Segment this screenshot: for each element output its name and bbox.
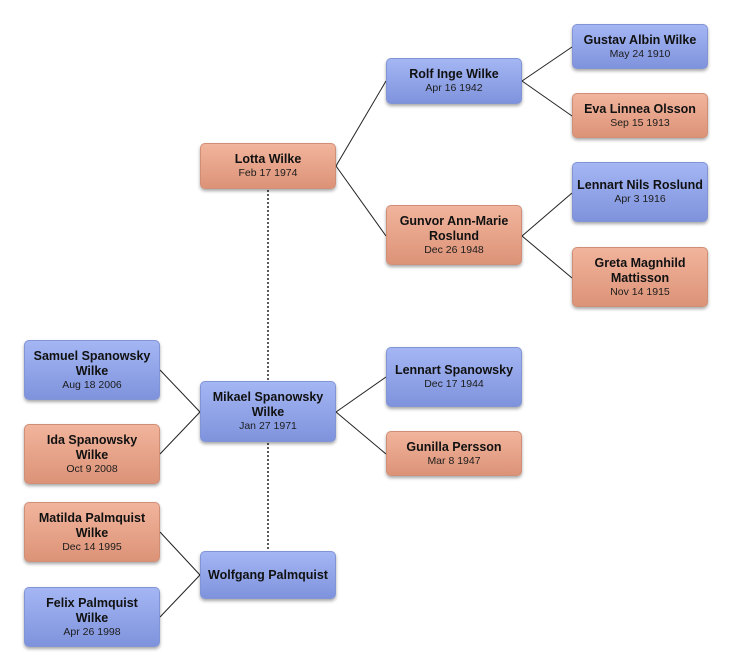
connector-line xyxy=(159,574,201,618)
connector-line xyxy=(521,80,573,117)
person-name: Gustav Albin Wilke xyxy=(583,32,697,47)
person-birthdate: May 24 1910 xyxy=(609,47,671,60)
person-birthdate: Apr 16 1942 xyxy=(425,82,483,94)
person-card-lennart-spanowsky[interactable]: Lennart Spanowsky Dec 17 1944 xyxy=(386,347,522,407)
person-name: Matilda Palmquist Wilke xyxy=(38,510,146,540)
person-birthdate: Oct 9 2008 xyxy=(66,462,118,475)
person-name: Wolfgang Palmquist xyxy=(208,567,328,582)
person-card-gunilla-persson[interactable]: Gunilla Persson Mar 8 1947 xyxy=(386,431,522,476)
person-birthdate: Sep 15 1913 xyxy=(610,116,670,129)
person-birthdate: Aug 18 2006 xyxy=(62,378,122,391)
person-name: Lotta Wilke xyxy=(234,152,302,166)
person-name: Greta Magnhild Mattisson xyxy=(594,255,686,285)
person-name: Gunilla Persson xyxy=(406,439,502,454)
person-card-gustav-albin-wilke[interactable]: Gustav Albin Wilke May 24 1910 xyxy=(572,24,708,69)
person-card-rolf-inge-wilke[interactable]: Rolf Inge Wilke Apr 16 1942 xyxy=(386,58,522,104)
connector-line xyxy=(335,411,387,455)
connector-line xyxy=(521,46,573,82)
connector-line xyxy=(159,369,201,413)
person-birthdate: Jan 27 1971 xyxy=(239,420,297,432)
connector-line xyxy=(335,165,387,237)
person-card-matilda-palmquist-wilke[interactable]: Matilda Palmquist Wilke Dec 14 1995 xyxy=(24,502,160,562)
person-birthdate: Apr 26 1998 xyxy=(63,625,121,638)
person-name: Ida Spanowsky Wilke xyxy=(46,432,138,462)
person-card-mikael-spanowsky-wilke[interactable]: Mikael Spanowsky Wilke Jan 27 1971 xyxy=(200,381,336,442)
connector-line xyxy=(335,80,387,167)
connector-line xyxy=(159,531,201,576)
person-card-greta-magnhild-mattisson[interactable]: Greta Magnhild Mattisson Nov 14 1915 xyxy=(572,247,708,307)
person-card-wolfgang-palmquist[interactable]: Wolfgang Palmquist xyxy=(200,551,336,599)
person-name: Eva Linnea Olsson xyxy=(584,101,696,116)
person-name: Lennart Spanowsky xyxy=(394,363,514,377)
person-card-lennart-nils-roslund[interactable]: Lennart Nils Roslund Apr 3 1916 xyxy=(572,162,708,222)
person-birthdate: Dec 26 1948 xyxy=(424,243,484,256)
connector-line xyxy=(159,411,201,455)
person-card-samuel-spanowsky-wilke[interactable]: Samuel Spanowsky Wilke Aug 18 2006 xyxy=(24,340,160,400)
person-birthdate: Apr 3 1916 xyxy=(614,193,666,205)
person-birthdate: Feb 17 1974 xyxy=(238,167,298,179)
person-name: Gunvor Ann-Marie Roslund xyxy=(399,213,509,243)
person-name: Rolf Inge Wilke xyxy=(409,67,499,81)
person-birthdate: Nov 14 1915 xyxy=(610,285,670,298)
person-card-ida-spanowsky-wilke[interactable]: Ida Spanowsky Wilke Oct 9 2008 xyxy=(24,424,160,484)
person-name: Felix Palmquist Wilke xyxy=(46,595,138,625)
person-name: Samuel Spanowsky Wilke xyxy=(33,348,151,378)
person-birthdate: Mar 8 1947 xyxy=(427,454,481,467)
person-name: Lennart Nils Roslund xyxy=(577,178,703,192)
person-card-eva-linnea-olsson[interactable]: Eva Linnea Olsson Sep 15 1913 xyxy=(572,93,708,138)
person-birthdate: Dec 14 1995 xyxy=(62,540,122,553)
connector-line xyxy=(521,192,573,237)
person-card-felix-palmquist-wilke[interactable]: Felix Palmquist Wilke Apr 26 1998 xyxy=(24,587,160,647)
connector-line xyxy=(521,235,573,279)
connector-line xyxy=(335,376,387,413)
person-card-gunvor-roslund[interactable]: Gunvor Ann-Marie Roslund Dec 26 1948 xyxy=(386,205,522,265)
person-card-lotta-wilke[interactable]: Lotta Wilke Feb 17 1974 xyxy=(200,143,336,189)
person-birthdate: Dec 17 1944 xyxy=(424,378,484,390)
person-name: Mikael Spanowsky Wilke xyxy=(212,390,324,419)
